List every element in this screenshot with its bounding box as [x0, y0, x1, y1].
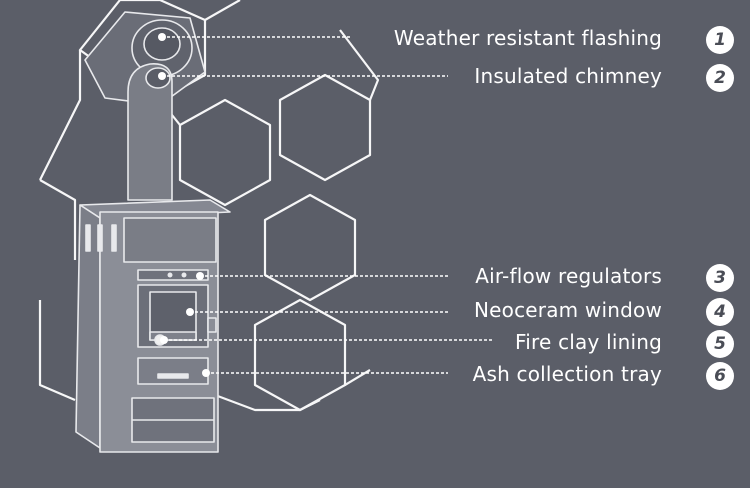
hex-edge — [39, 50, 82, 181]
hex-edge — [214, 393, 321, 412]
hex-edge — [339, 29, 380, 101]
hex-edge — [344, 369, 371, 386]
callout-label-3: Air-flow regulators — [475, 264, 662, 288]
stove-sketch — [75, 11, 231, 453]
hex-edge — [38, 300, 76, 402]
chimney-pipe — [127, 63, 173, 201]
leader-dot — [196, 272, 204, 280]
callout-label-5: Fire clay lining — [515, 330, 662, 354]
leader-lines — [162, 36, 494, 374]
callout-label-4: Neoceram window — [474, 298, 662, 322]
hex-cell — [263, 193, 357, 302]
hex-cell — [253, 298, 347, 412]
air-flow-regulators — [137, 269, 209, 281]
hex-cell — [178, 98, 272, 207]
callout-number-6: 6 — [706, 362, 734, 390]
leader-dot — [202, 369, 210, 377]
hex-edge — [39, 179, 77, 260]
hex-edge — [204, 0, 241, 21]
ash-tray — [137, 357, 209, 385]
callout-label-6: Ash collection tray — [472, 362, 662, 386]
leader-dot — [160, 336, 168, 344]
callout-label-2: Insulated chimney — [474, 64, 662, 88]
callout-number-1: 1 — [706, 26, 734, 54]
callout-label-1: Weather resistant flashing — [393, 26, 662, 50]
leader-dots — [158, 33, 210, 377]
callout-number-4: 4 — [706, 298, 734, 326]
callout-number-2: 2 — [706, 64, 734, 92]
callout-number-3: 3 — [706, 264, 734, 292]
leader-dot — [158, 72, 166, 80]
leader-dot — [186, 308, 194, 316]
leader-dot — [158, 33, 166, 41]
hex-cell — [278, 73, 372, 182]
callout-number-5: 5 — [706, 330, 734, 358]
